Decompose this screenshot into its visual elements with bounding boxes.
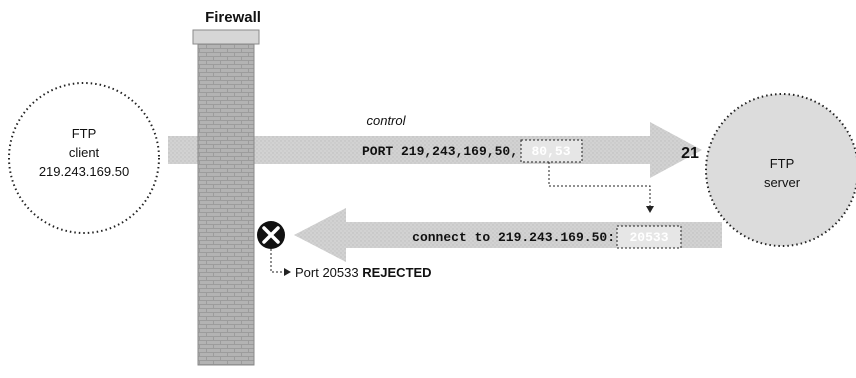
target-port-highlight: 20533 <box>629 230 668 245</box>
port-command-text: PORT 219,243,169,50, <box>362 144 518 159</box>
rejected-status-text: REJECTED <box>362 265 431 280</box>
port-pair-highlight: 80,53 <box>531 144 570 159</box>
ftp-server-node <box>705 93 856 247</box>
firewall-wall <box>192 29 260 366</box>
target-port-box <box>616 225 682 249</box>
server-port-label: 21 <box>681 145 699 162</box>
rejected-label: Port 20533 REJECTED <box>295 265 432 280</box>
server-label-line2: server <box>764 175 801 190</box>
connect-command-text: connect to 219.243.169.50: <box>412 230 615 245</box>
firewall-label: Firewall <box>205 9 261 26</box>
ftp-client-node <box>8 82 160 234</box>
port-pair-box <box>520 139 583 163</box>
client-ip-label: 219.243.169.50 <box>39 164 129 179</box>
reject-x-icon <box>257 221 285 249</box>
client-label-line1: FTP <box>72 126 97 141</box>
port-mapping-connector <box>548 162 654 213</box>
client-label-line2: client <box>69 145 100 160</box>
control-arrow <box>168 122 702 178</box>
connect-arrow <box>294 208 722 262</box>
rejected-port-text: Port 20533 <box>295 265 362 280</box>
control-caption: control <box>366 113 406 128</box>
rejection-connector <box>270 249 291 276</box>
server-label-line1: FTP <box>770 156 795 171</box>
